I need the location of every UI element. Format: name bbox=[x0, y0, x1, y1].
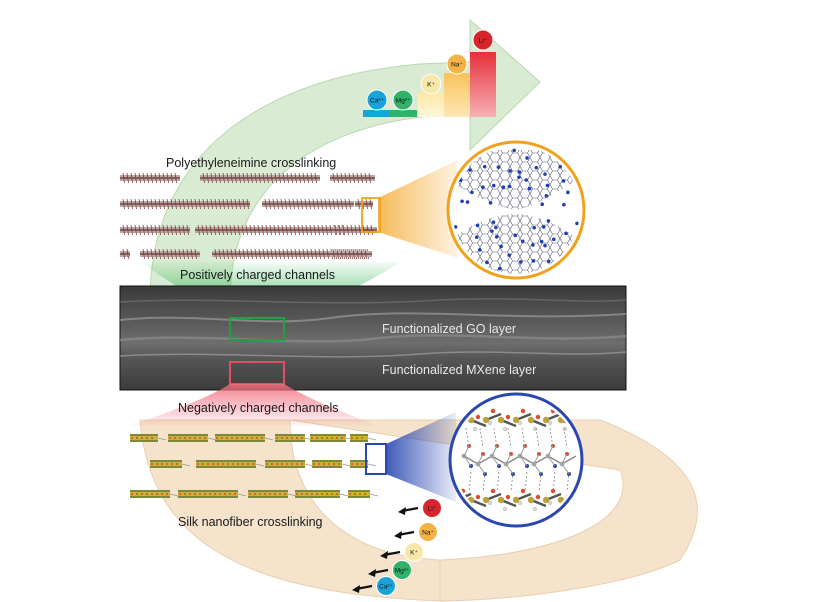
go-sheet bbox=[262, 198, 354, 210]
bottom-ion-arrow-0 bbox=[398, 506, 419, 515]
svg-text:Na⁺: Na⁺ bbox=[451, 62, 463, 69]
svg-text:Na⁺: Na⁺ bbox=[422, 530, 434, 537]
li-bar bbox=[470, 52, 496, 117]
mxene-sheet bbox=[310, 434, 355, 442]
silk-zoom-circle bbox=[448, 392, 584, 528]
red-channel-fan bbox=[130, 384, 378, 426]
mxene-sheet bbox=[275, 434, 314, 442]
mxene-sheet bbox=[312, 460, 351, 468]
go-sheet bbox=[120, 198, 250, 210]
svg-text:K⁺: K⁺ bbox=[410, 550, 418, 557]
go-sheet bbox=[355, 198, 373, 210]
bottom-ion-arrow-4 bbox=[352, 584, 373, 593]
go-sheet bbox=[120, 224, 190, 236]
silk-zoom-box bbox=[365, 443, 387, 475]
green-selection-box bbox=[229, 317, 285, 341]
ion-staircase bbox=[363, 52, 496, 117]
bottom-ion-0: Li⁺ bbox=[422, 498, 442, 518]
k-bar bbox=[418, 92, 444, 117]
mxene-sheet bbox=[265, 460, 314, 468]
mg-bar bbox=[389, 110, 417, 117]
bottom-ion-4: Ca²⁺ bbox=[376, 576, 396, 596]
pei-zoom-circle bbox=[446, 140, 586, 280]
mxene-sheet bbox=[168, 434, 217, 442]
ca-bar bbox=[363, 110, 391, 117]
top-ion-3: Na⁺ bbox=[446, 53, 468, 75]
go-sheet bbox=[330, 172, 375, 184]
top-curved-arrow bbox=[149, 18, 541, 301]
top-ion-0: Ca²⁺ bbox=[366, 89, 388, 111]
go-sheet bbox=[140, 248, 200, 260]
top-ion-2: K⁺ bbox=[420, 73, 442, 95]
sem-cross-section bbox=[119, 285, 627, 391]
negative-channels-label: Negatively charged channels bbox=[178, 401, 339, 415]
mxene-sheet bbox=[295, 490, 349, 498]
mxene-sheet bbox=[130, 490, 179, 498]
go-sheet bbox=[332, 224, 377, 236]
silk-crosslinked-mxene-sheets bbox=[130, 434, 379, 498]
top-ion-1: Mg²⁺ bbox=[392, 89, 414, 111]
go-sheet bbox=[200, 172, 320, 184]
mxene-sheet bbox=[348, 490, 379, 498]
go-sheet bbox=[120, 248, 130, 260]
pei-zoom-box bbox=[361, 197, 381, 233]
positive-channels-label: Positively charged channels bbox=[180, 268, 335, 282]
mxene-sheet bbox=[350, 460, 377, 468]
svg-text:Mg²⁺: Mg²⁺ bbox=[396, 98, 411, 105]
svg-text:Ca²⁺: Ca²⁺ bbox=[370, 98, 384, 105]
pei-crosslinked-go-sheets bbox=[120, 172, 377, 260]
mxene-sheet bbox=[196, 460, 265, 468]
top-ion-4: Li⁺ bbox=[472, 29, 494, 51]
svg-text:Li⁺: Li⁺ bbox=[428, 506, 437, 513]
go-sheet bbox=[212, 248, 372, 260]
go-sheet bbox=[195, 224, 345, 236]
mxene-layer-label: Functionalized MXene layer bbox=[382, 363, 537, 377]
svg-text:Ca²⁺: Ca²⁺ bbox=[379, 584, 393, 591]
mxene-sheet bbox=[178, 490, 247, 498]
mxene-sheet bbox=[150, 460, 191, 468]
na-bar bbox=[444, 73, 470, 117]
top-ion-circles: Ca²⁺ Mg²⁺ K⁺ Na⁺ Li⁺ bbox=[366, 29, 494, 111]
blue-zoom-fan bbox=[386, 412, 456, 502]
pei-crosslinking-title: Polyethyleneimine crosslinking bbox=[166, 156, 337, 170]
bottom-ion-3: Mg²⁺ bbox=[392, 560, 412, 580]
bottom-ion-arrow-2 bbox=[380, 550, 401, 559]
svg-text:K⁺: K⁺ bbox=[427, 82, 435, 89]
mxene-sheet bbox=[130, 434, 167, 442]
mxene-sheet bbox=[215, 434, 274, 442]
bottom-ion-arrow-1 bbox=[394, 530, 415, 539]
svg-text:Li⁺: Li⁺ bbox=[479, 38, 488, 45]
svg-text:Mg²⁺: Mg²⁺ bbox=[395, 568, 410, 575]
bottom-ion-circles: Li⁺ Na⁺ K⁺ Mg²⁺ Ca²⁺ bbox=[352, 498, 442, 596]
mxene-sheet bbox=[248, 490, 297, 498]
silk-crosslinking-title: Silk nanofiber crosslinking bbox=[178, 515, 323, 529]
bottom-ion-arrow-3 bbox=[368, 568, 389, 577]
bottom-ion-2: K⁺ bbox=[404, 542, 424, 562]
go-sheet bbox=[120, 172, 180, 184]
go-sheet bbox=[330, 248, 370, 260]
mxene-sheet bbox=[350, 434, 377, 442]
bottom-ion-1: Na⁺ bbox=[418, 522, 438, 542]
go-layer-label: Functionalized GO layer bbox=[382, 322, 517, 336]
orange-zoom-fan bbox=[378, 160, 458, 258]
